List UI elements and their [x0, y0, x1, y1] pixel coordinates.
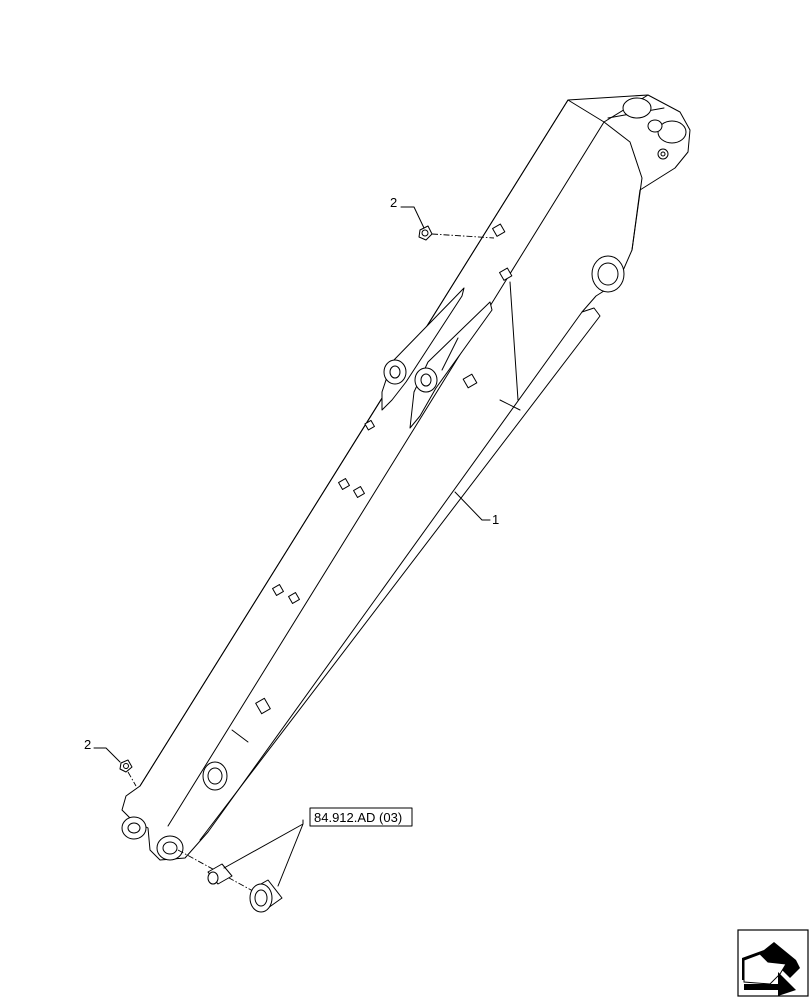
boom-arm	[121, 94, 691, 861]
reference-box[interactable]	[309, 807, 413, 827]
grease-fitting-bottom	[119, 759, 133, 773]
leader-part-2-top	[400, 206, 425, 229]
callout-2-bottom: 2	[84, 737, 91, 752]
reference-link[interactable]: 84.912.AD (03)	[309, 807, 413, 827]
leader-part-1	[454, 491, 491, 521]
next-page-arrow-icon[interactable]	[737, 929, 809, 997]
callout-1: 1	[492, 512, 499, 527]
bushing-small	[207, 863, 233, 885]
leader-reference	[223, 819, 304, 887]
reference-label[interactable]: 84.912.AD (03)	[314, 810, 402, 825]
callout-2-top: 2	[390, 195, 397, 210]
leader-dashed-top	[431, 233, 495, 239]
bushing-flanged	[249, 879, 283, 913]
leader-part-2-bottom	[93, 747, 121, 763]
leader-dashed-bottom	[127, 771, 137, 787]
grease-fitting-top	[418, 225, 433, 241]
